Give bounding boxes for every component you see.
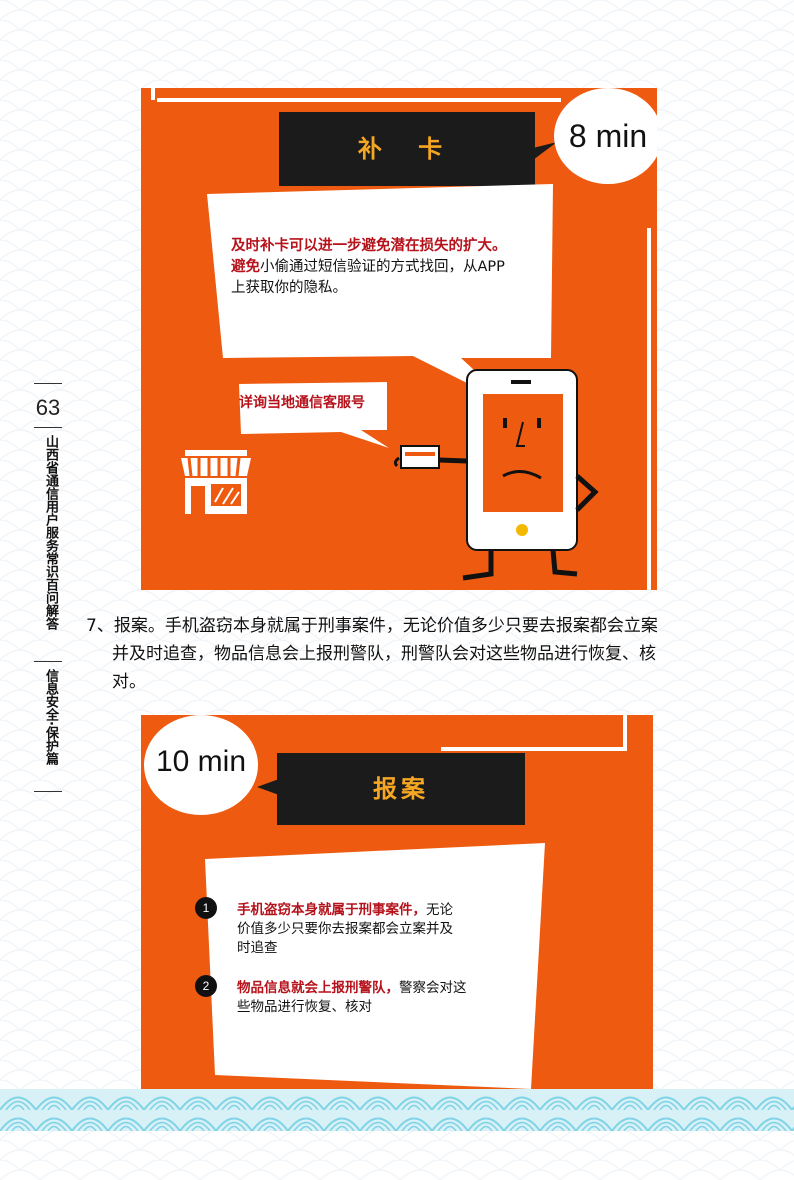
- speech-text: 及时补卡可以进一步避免潜在损失的扩大。 避免小偷通过短信验证的方式找回，从APP…: [231, 236, 561, 299]
- time-badge: 8 min: [554, 88, 657, 184]
- decorative-wave-band: [0, 1089, 794, 1131]
- item-1-highlight: 手机盗窃本身就属于刑事案件，: [237, 902, 426, 918]
- sidebar-divider: [34, 383, 62, 384]
- time-badge: 10 min: [144, 715, 258, 815]
- note-card: [205, 843, 545, 1089]
- item-2-highlight: 物品信息就会上报刑警队，: [237, 980, 399, 996]
- speech-line-2-highlight: 避免: [231, 259, 260, 275]
- item-1-bullet: 1: [195, 897, 217, 919]
- item-1-text: 手机盗窃本身就属于刑事案件，无论 价值多少只要你去报案都会立案并及 时追查: [237, 901, 517, 958]
- page-number: 63: [35, 395, 61, 420]
- title-pointer: [257, 779, 279, 795]
- speech-line-3: 上获取你的隐私。: [231, 280, 347, 296]
- body-line-2: 并及时追查，物品信息会上报刑警队，刑警队会对这些物品进行恢复、核: [112, 644, 656, 664]
- item-2-line-1: 物品信息就会上报刑警队，警察会对这: [237, 979, 527, 998]
- item-2-text: 物品信息就会上报刑警队，警察会对这 些物品进行恢复、核对: [237, 979, 527, 1017]
- hotline-text: 详询当地通信客服号: [239, 395, 365, 411]
- item-1-line-1: 手机盗窃本身就属于刑事案件，无论: [237, 901, 517, 920]
- panel-title: 补 卡: [279, 112, 535, 186]
- page-sidebar: 63 山西省通信用户服务常识百问解答 信息安全·保护篇: [30, 383, 66, 793]
- body-line-1: 7、报案。手机盗窃本身就属于刑事案件，无论价值多少只要去报案都会立案: [86, 616, 658, 636]
- panel-title: 报案: [277, 753, 525, 825]
- item-1-line-2: 价值多少只要你去报案都会立案并及: [237, 921, 453, 937]
- panel-frame-line: [441, 715, 627, 751]
- sidebar-divider: [34, 661, 62, 662]
- book-title: 山西省通信用户服务常识百问解答: [43, 435, 58, 630]
- report-police-panel: 10 min 报案 1 手机盗窃本身就属于刑事案件，无论 价值多少只要你去报案都…: [141, 715, 653, 1090]
- replace-card-panel: 补 卡 8 min 及时补卡可以进一步避免潜在损失的扩大。 避免小偷通过短信验证…: [141, 88, 657, 590]
- item-2-bullet: 2: [195, 975, 217, 997]
- store-icon: [181, 450, 251, 514]
- speech-line-2: 避免小偷通过短信验证的方式找回，从APP: [231, 257, 561, 278]
- speech-bubble: [207, 184, 553, 406]
- speech-line-1: 及时补卡可以进一步避免潜在损失的扩大。: [231, 238, 507, 254]
- phone-character-illustration: [393, 369, 599, 581]
- panel-frame-line: [151, 88, 651, 590]
- sidebar-divider: [34, 791, 62, 792]
- speech-line-2-rest: 小偷通过短信验证的方式找回，从APP: [260, 259, 505, 275]
- item-1-line-3: 时追查: [237, 940, 278, 956]
- section-body-text: 7、报案。手机盗窃本身就属于刑事案件，无论价值多少只要去报案都会立案 并及时追查…: [86, 612, 726, 696]
- item-1-rest: 无论: [426, 902, 453, 918]
- sidebar-divider: [34, 427, 62, 428]
- item-2-line-2: 些物品进行恢复、核对: [237, 999, 372, 1015]
- small-speech-bubble: [239, 382, 389, 448]
- title-pointer: [533, 142, 557, 160]
- item-2-rest: 警察会对这: [399, 980, 467, 996]
- section-title: 信息安全·保护篇: [43, 669, 58, 765]
- body-line-3: 对。: [112, 672, 146, 692]
